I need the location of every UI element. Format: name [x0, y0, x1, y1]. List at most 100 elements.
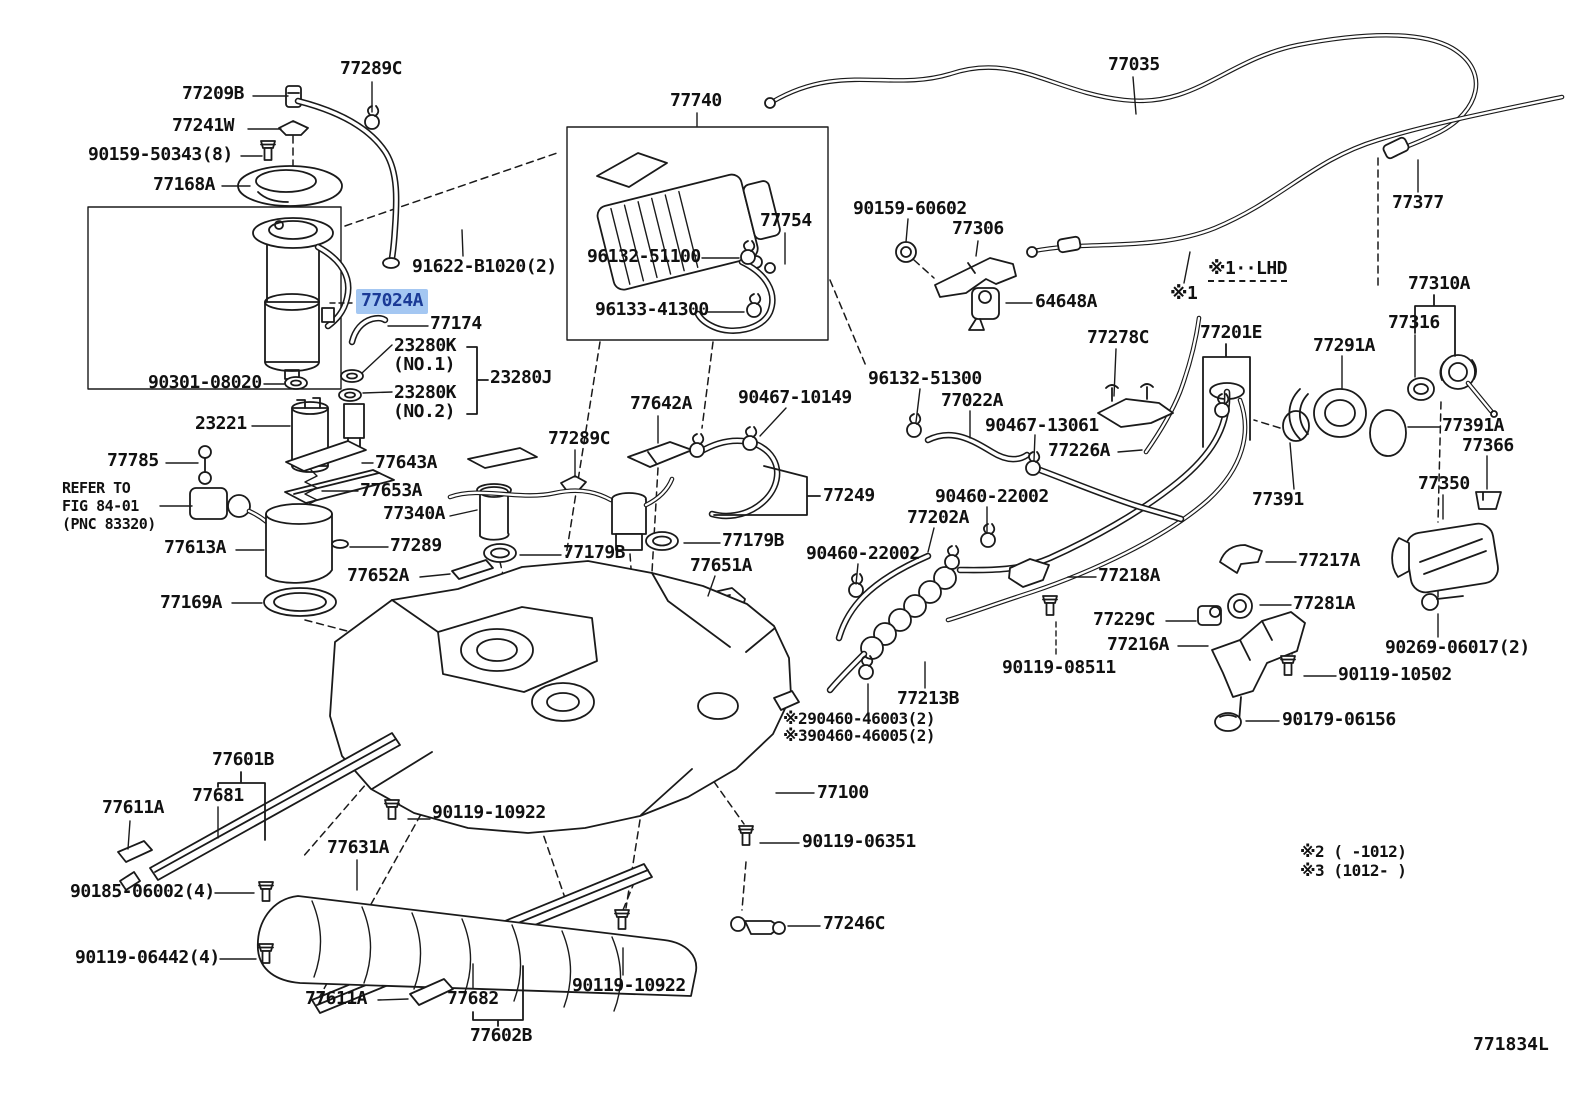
- part-label-77350-62[interactable]: 77350: [1418, 473, 1470, 494]
- part-label-77035-43[interactable]: 77035: [1108, 54, 1160, 75]
- selected-part-label-77024a-5[interactable]: 77024A: [356, 289, 429, 314]
- leader-23280k-7: [361, 344, 393, 374]
- part-label-77631a-79[interactable]: 77631A: [327, 837, 390, 858]
- part-label-77216a-70[interactable]: 77216A: [1107, 634, 1170, 655]
- oring-77391-art: [1282, 410, 1310, 442]
- part-label-77643a-20[interactable]: 77643A: [375, 452, 438, 473]
- part-label-77611a-77[interactable]: 77611A: [102, 797, 165, 818]
- part-label-90269-06017-2-73[interactable]: 90269-06017(2): [1385, 637, 1530, 658]
- part-label-91622-b1020-2-26[interactable]: 91622-B1020(2): [412, 256, 557, 277]
- hook-77246c-art: [730, 916, 786, 935]
- part-label-77218a-67[interactable]: 77218A: [1098, 565, 1161, 586]
- part-label-77179b-34[interactable]: 77179B: [722, 530, 785, 551]
- part-label-90119-10922-85[interactable]: 90119-10922: [572, 975, 686, 996]
- part-label-77100-37[interactable]: 77100: [817, 782, 869, 803]
- grommet-77281a-art: [1227, 593, 1253, 619]
- part-label-no-2-11[interactable]: (NO.2): [393, 401, 456, 422]
- part-label-1-48: ※1: [1170, 283, 1198, 304]
- part-label-77169a-19[interactable]: 77169A: [160, 592, 223, 613]
- part-label-77202a-64[interactable]: 77202A: [907, 507, 970, 528]
- part-label-77316-51[interactable]: 77316: [1388, 312, 1440, 333]
- leader-77611a-82: [377, 998, 409, 1001]
- part-label-90159-60602-44[interactable]: 90159-60602: [853, 198, 967, 219]
- fuel-lid-77350-art: [1391, 522, 1499, 594]
- part-label-77291a-52[interactable]: 77291A: [1313, 335, 1376, 356]
- part-label-90119-10922-81[interactable]: 90119-10922: [432, 802, 546, 823]
- part-label-90119-08511-71[interactable]: 90119-08511: [1002, 657, 1116, 678]
- part-label-90467-10149-32[interactable]: 90467-10149: [738, 387, 852, 408]
- part-label-90119-10502-72[interactable]: 90119-10502: [1338, 664, 1452, 685]
- leader-77340a-22: [449, 509, 478, 517]
- part-label-90460-22002-63[interactable]: 90460-22002: [935, 486, 1049, 507]
- part-label-96132-51100-27[interactable]: 96132-51100: [587, 246, 701, 267]
- leader-77202a-64: [927, 527, 935, 553]
- part-label-77179b-35[interactable]: 77179B: [563, 542, 626, 563]
- part-label-77740-25[interactable]: 77740: [670, 90, 722, 111]
- part-label-96133-41300-28[interactable]: 96133-41300: [595, 299, 709, 320]
- part-label-77653a-21[interactable]: 77653A: [360, 480, 423, 501]
- part-label-90467-13061-55[interactable]: 90467-13061: [985, 415, 1099, 436]
- part-label-77306-45[interactable]: 77306: [952, 218, 1004, 239]
- part-label-77613a-18[interactable]: 77613A: [164, 537, 227, 558]
- part-label-23221-13[interactable]: 23221: [195, 413, 247, 434]
- part-label-77682-83[interactable]: 77682: [447, 988, 499, 1009]
- leader-77651a-36: [707, 575, 716, 597]
- part-label-77209b-1[interactable]: 77209B: [182, 83, 245, 104]
- bracket-77306-art: [934, 257, 1017, 298]
- part-label-90159-50343-8-3[interactable]: 90159-50343(8): [88, 144, 233, 165]
- part-label-77213b-40[interactable]: 77213B: [897, 688, 960, 709]
- part-label-64648a-46[interactable]: 64648A: [1035, 291, 1098, 312]
- part-label-3-1012-87: ※3 (1012- ): [1300, 861, 1407, 880]
- fuel-tank-art: [329, 560, 800, 834]
- part-label-77022a-54[interactable]: 77022A: [941, 390, 1004, 411]
- part-label-77201e-57[interactable]: 77201E: [1200, 322, 1263, 343]
- pad-77611a-bottom-art: [409, 978, 454, 1006]
- part-label-77602b-84[interactable]: 77602B: [470, 1025, 533, 1046]
- part-label-90301-08020-12[interactable]: 90301-08020: [148, 372, 262, 393]
- part-label-77651a-36[interactable]: 77651A: [690, 555, 753, 576]
- part-label-77289c-0[interactable]: 77289C: [340, 58, 403, 79]
- part-label-77229c-69[interactable]: 77229C: [1093, 609, 1156, 630]
- leader-lines: [127, 76, 1488, 1001]
- part-label-90185-06002-4-78[interactable]: 90185-06002(4): [70, 881, 215, 902]
- part-label-23280k-10[interactable]: 23280K: [394, 382, 457, 403]
- part-label-77241w-2[interactable]: 77241W: [172, 115, 235, 136]
- part-label-77754-29[interactable]: 77754: [760, 210, 812, 231]
- part-label-77681-76[interactable]: 77681: [192, 785, 244, 806]
- part-label-23280j-9[interactable]: 23280J: [490, 367, 553, 388]
- part-label-77340a-22[interactable]: 77340A: [383, 503, 446, 524]
- part-label-77642a-30[interactable]: 77642A: [630, 393, 693, 414]
- part-label-77601b-75[interactable]: 77601B: [212, 749, 275, 770]
- part-label-77289-23[interactable]: 77289: [390, 535, 442, 556]
- part-label-77391-61[interactable]: 77391: [1252, 489, 1304, 510]
- filler-pipe-art: [945, 315, 1248, 623]
- part-label-90119-06351-38[interactable]: 90119-06351: [802, 831, 916, 852]
- part-label-77249-33[interactable]: 77249: [823, 485, 875, 506]
- part-label-77785-14[interactable]: 77785: [107, 450, 159, 471]
- part-label-77310a-50[interactable]: 77310A: [1408, 273, 1471, 294]
- part-label-77652a-24[interactable]: 77652A: [347, 565, 410, 586]
- part-label-77289c-31[interactable]: 77289C: [548, 428, 611, 449]
- part-label-77168a-4[interactable]: 77168A: [153, 174, 216, 195]
- part-label-77174-6[interactable]: 77174: [430, 313, 482, 334]
- part-label-77278c-56[interactable]: 77278C: [1087, 327, 1150, 348]
- part-label-77246c-39[interactable]: 77246C: [823, 913, 886, 934]
- part-label-77611a-82[interactable]: 77611A: [305, 988, 368, 1009]
- part-label-90119-06442-4-80[interactable]: 90119-06442(4): [75, 947, 220, 968]
- clip-77366-art: [1475, 491, 1502, 510]
- part-label-no-1-8[interactable]: (NO.1): [393, 354, 456, 375]
- part-label-77281a-68[interactable]: 77281A: [1293, 593, 1356, 614]
- part-label-77226a-58[interactable]: 77226A: [1048, 440, 1111, 461]
- part-label-fig-84-01-16: FIG 84-01: [62, 497, 139, 515]
- part-label-96132-51300-53[interactable]: 96132-51300: [868, 368, 982, 389]
- part-label-90460-22002-65[interactable]: 90460-22002: [806, 543, 920, 564]
- part-label-77217a-66[interactable]: 77217A: [1298, 550, 1361, 571]
- part-label-23280k-7[interactable]: 23280K: [394, 335, 457, 356]
- part-label-77366-60[interactable]: 77366: [1462, 435, 1514, 456]
- part-label-77377-49[interactable]: 77377: [1392, 192, 1444, 213]
- part-label-77391a-59[interactable]: 77391A: [1442, 415, 1505, 436]
- part-label-90179-06156-74[interactable]: 90179-06156: [1282, 709, 1396, 730]
